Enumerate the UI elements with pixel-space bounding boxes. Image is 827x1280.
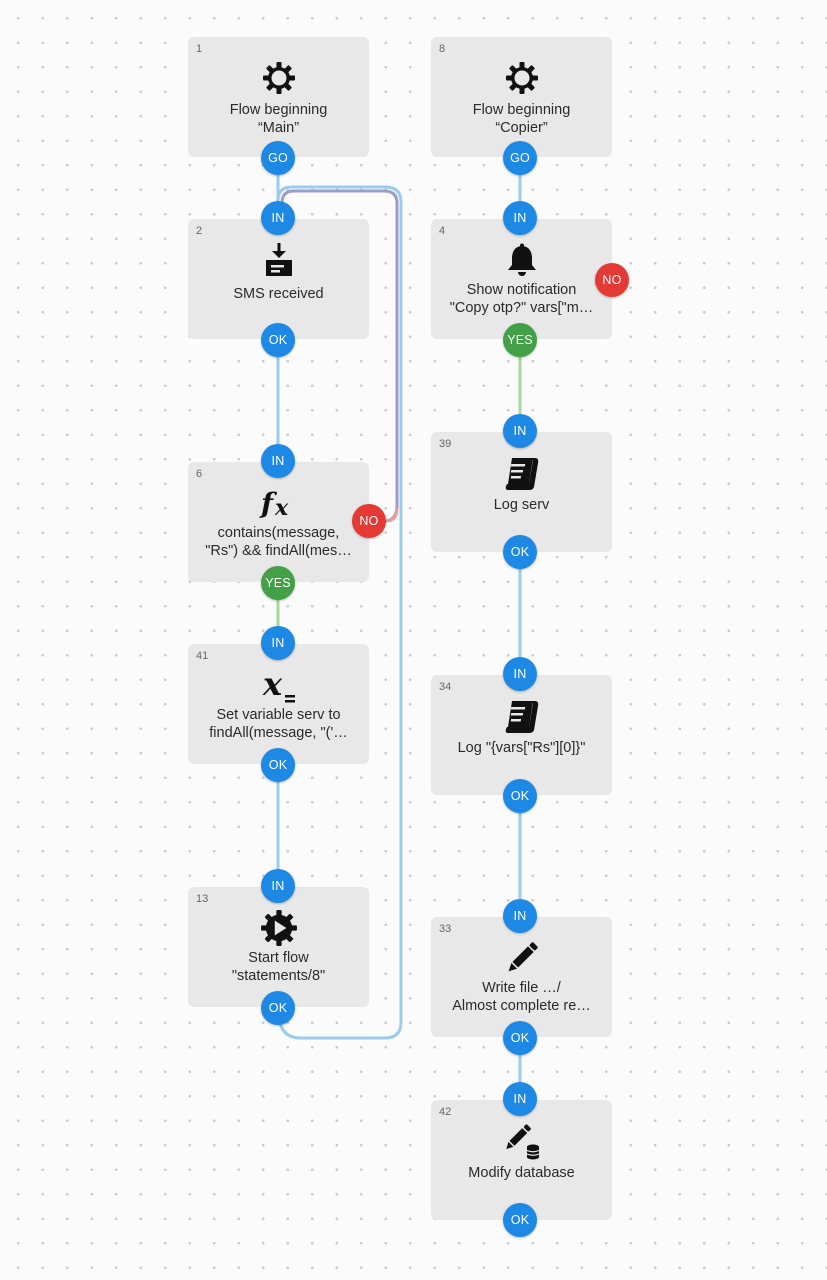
block-id: 39 [439, 438, 452, 450]
port-yes-block-4[interactable]: YES [503, 323, 537, 357]
port-ok-block-34[interactable]: OK [503, 779, 537, 813]
block-label: Flow beginning “Copier” [472, 102, 571, 136]
gear-icon [188, 57, 369, 99]
block-expression-condition[interactable]: 6 f x contains(message, "Rs") && findAll… [188, 462, 369, 582]
port-in-block-41[interactable]: IN [261, 626, 295, 660]
block-log-vars[interactable]: 34 Log "{vars["Rs"][0]}" [431, 675, 612, 795]
block-sms-received[interactable]: 2 SMS received [188, 219, 369, 339]
port-in-block-34[interactable]: IN [503, 657, 537, 691]
block-label: contains(message, "Rs") && findAll(mes… [205, 525, 352, 559]
block-id: 42 [439, 1106, 452, 1118]
port-in-block-42[interactable]: IN [503, 1082, 537, 1116]
port-in-block-13[interactable]: IN [261, 869, 295, 903]
port-yes-block-6[interactable]: YES [261, 566, 295, 600]
variable-icon: x [188, 664, 369, 706]
block-label: Modify database [468, 1165, 575, 1181]
block-set-variable[interactable]: 41 x Set variable serv to findAll(messag… [188, 644, 369, 764]
block-id: 33 [439, 923, 452, 935]
bell-icon [431, 239, 612, 281]
gear-icon [431, 57, 612, 99]
pencil-database-icon [431, 1120, 612, 1162]
block-write-file[interactable]: 33 Write file …/ Almost complete re… [431, 917, 612, 1037]
port-in-block-33[interactable]: IN [503, 899, 537, 933]
port-ok-block-2[interactable]: OK [261, 323, 295, 357]
wire-13-loop-to-2 [276, 185, 403, 1040]
block-id: 41 [196, 650, 209, 662]
block-flow-beginning-main[interactable]: 1 Flow beginning “Main” [188, 37, 369, 157]
block-id: 4 [439, 225, 446, 237]
block-id: 34 [439, 681, 452, 693]
block-label: Write file …/ Almost complete re… [452, 980, 591, 1014]
block-id: 6 [196, 468, 203, 480]
port-ok-block-39[interactable]: OK [503, 535, 537, 569]
port-ok-block-33[interactable]: OK [503, 1021, 537, 1055]
block-label: Start flow "statements/8" [231, 950, 326, 984]
block-id: 13 [196, 893, 209, 905]
block-modify-database[interactable]: 42 Modify database [431, 1100, 612, 1220]
port-ok-block-42[interactable]: OK [503, 1203, 537, 1237]
port-go-block-8[interactable]: GO [503, 141, 537, 175]
block-label: Log "{vars["Rs"][0]}" [457, 740, 586, 756]
port-no-block-6[interactable]: NO [352, 504, 386, 538]
port-no-block-4[interactable]: NO [595, 263, 629, 297]
block-id: 1 [196, 43, 203, 55]
port-in-block-4[interactable]: IN [503, 201, 537, 235]
function-icon: f x [188, 482, 369, 524]
port-in-block-6[interactable]: IN [261, 444, 295, 478]
block-label: Show notification "Copy otp?" vars["m… [449, 282, 594, 316]
block-log-serv[interactable]: 39 Log serv [431, 432, 612, 552]
block-id: 8 [439, 43, 446, 55]
block-show-notification[interactable]: 4 Show notification "Copy otp?" vars["m… [431, 219, 612, 339]
svg-text:x: x [262, 665, 283, 703]
block-label: Set variable serv to findAll(message, "(… [209, 707, 348, 741]
port-ok-block-41[interactable]: OK [261, 748, 295, 782]
scroll-log-icon [431, 695, 612, 737]
scroll-log-icon [431, 452, 612, 494]
block-label: Log serv [493, 497, 550, 513]
port-ok-block-13[interactable]: OK [261, 991, 295, 1025]
block-id: 2 [196, 225, 203, 237]
block-label: SMS received [233, 286, 324, 302]
port-in-block-39[interactable]: IN [503, 414, 537, 448]
svg-text:x: x [274, 495, 289, 521]
block-flow-beginning-copier[interactable]: 8 Flow beginning “Copier” [431, 37, 612, 157]
wire-6-no-stub [369, 507, 399, 523]
pencil-icon [431, 937, 612, 979]
port-go-block-1[interactable]: GO [261, 141, 295, 175]
block-start-flow[interactable]: 13 Start flow "statements/8" [188, 887, 369, 1007]
port-in-block-2[interactable]: IN [261, 201, 295, 235]
start-flow-icon [188, 907, 369, 949]
block-label: Flow beginning “Main” [229, 102, 328, 136]
sms-inbox-icon [188, 239, 369, 281]
